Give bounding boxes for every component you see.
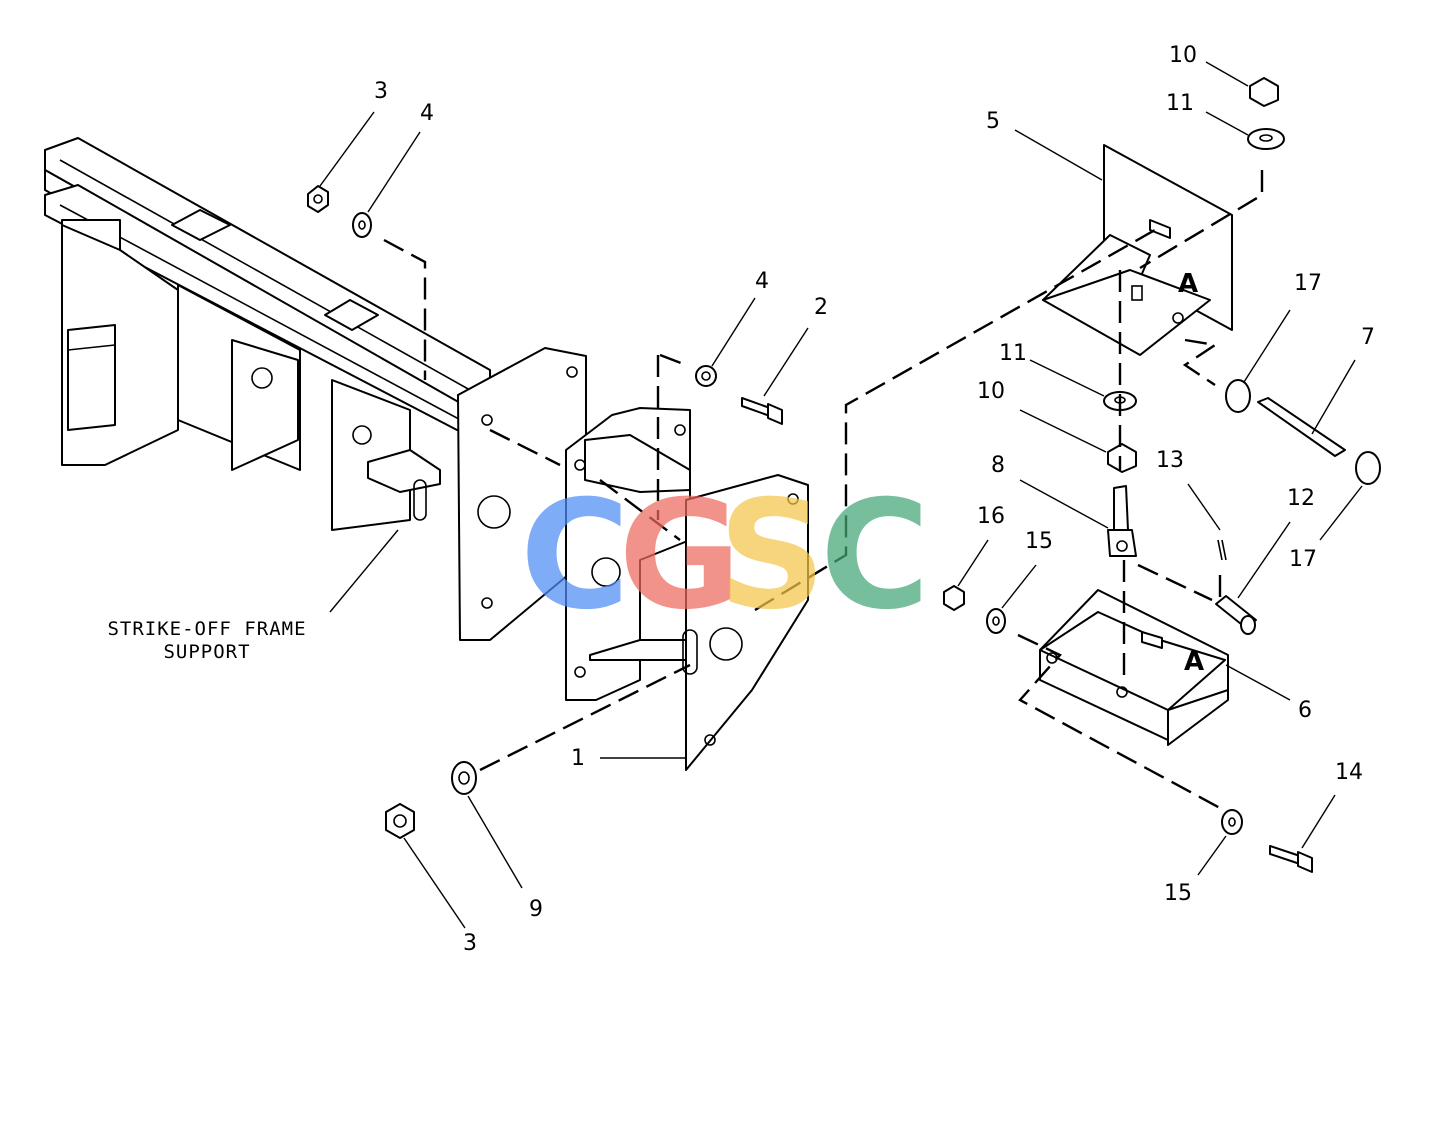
- watermark-letter-c: C: [520, 469, 630, 643]
- hex-nut-3-upper: [307, 185, 329, 213]
- cotter-pin-13: [1217, 539, 1227, 561]
- rod-end-8: [1107, 485, 1137, 557]
- watermark-letter-c: C: [820, 469, 930, 643]
- hex-nut-10-mid: [1107, 443, 1137, 473]
- callout-11: 11: [1166, 91, 1194, 116]
- callout-7: 7: [1361, 325, 1375, 350]
- leader-lines: [319, 61, 1363, 929]
- retaining-ring-17-upper: [1225, 379, 1251, 413]
- callout-6: 6: [1298, 698, 1312, 723]
- callout-15: 15: [1025, 529, 1053, 554]
- callout-12: 12: [1287, 486, 1315, 511]
- hex-nut-10-top: [1249, 77, 1279, 107]
- strike-off-frame-support: [44, 137, 587, 641]
- callout-10: 10: [1169, 43, 1197, 68]
- washer-15-lower: [1221, 809, 1243, 835]
- callout-17: 17: [1289, 547, 1317, 572]
- callout-14: 14: [1335, 760, 1363, 785]
- washer-4-mid: [695, 365, 717, 387]
- callout-8: 8: [991, 453, 1005, 478]
- view-mark-lower: A: [1184, 647, 1204, 677]
- assembly-lines: [383, 170, 1264, 810]
- retaining-ring-17-lower: [1355, 451, 1381, 485]
- callout-16: 16: [977, 504, 1005, 529]
- washer-15-upper: [986, 608, 1006, 634]
- washer-11-top: [1247, 128, 1285, 150]
- bracket-part-6: [1039, 589, 1229, 746]
- nut-16: [943, 585, 965, 611]
- bracket-part-1: [565, 407, 809, 771]
- pin-7: [1257, 397, 1346, 457]
- callout-2: 2: [814, 295, 828, 320]
- callout-4: 4: [420, 101, 434, 126]
- watermark-letter-s: S: [718, 469, 826, 643]
- callout-9: 9: [529, 897, 543, 922]
- caption-line-1: STRIKE-OFF FRAME: [107, 618, 306, 640]
- hex-nut-3-lower: [385, 803, 415, 839]
- bolt-2: [741, 397, 783, 425]
- caption-line-2: SUPPORT: [163, 641, 250, 663]
- watermark-logo: C G S C: [520, 469, 930, 643]
- callout-4: 4: [755, 269, 769, 294]
- callout-10: 10: [977, 379, 1005, 404]
- callouts: 3 4 4 2 1 3 9 5 10 11 11 10 8 13 12 17 7…: [374, 43, 1375, 956]
- callout-15: 15: [1164, 881, 1192, 906]
- callout-13: 13: [1156, 448, 1184, 473]
- callout-11: 11: [999, 341, 1027, 366]
- watermark-letter-g: G: [618, 469, 741, 643]
- callout-1: 1: [571, 746, 585, 771]
- view-mark-upper: A: [1178, 269, 1198, 299]
- washer-9: [451, 761, 477, 795]
- callout-3: 3: [374, 79, 388, 104]
- callout-5: 5: [986, 109, 1000, 134]
- callout-3: 3: [463, 931, 477, 956]
- washer-4-upper: [352, 212, 372, 238]
- bolt-14: [1269, 845, 1313, 873]
- pin-12: [1215, 595, 1257, 635]
- plate-part-5: [1042, 144, 1233, 356]
- callout-17: 17: [1294, 271, 1322, 296]
